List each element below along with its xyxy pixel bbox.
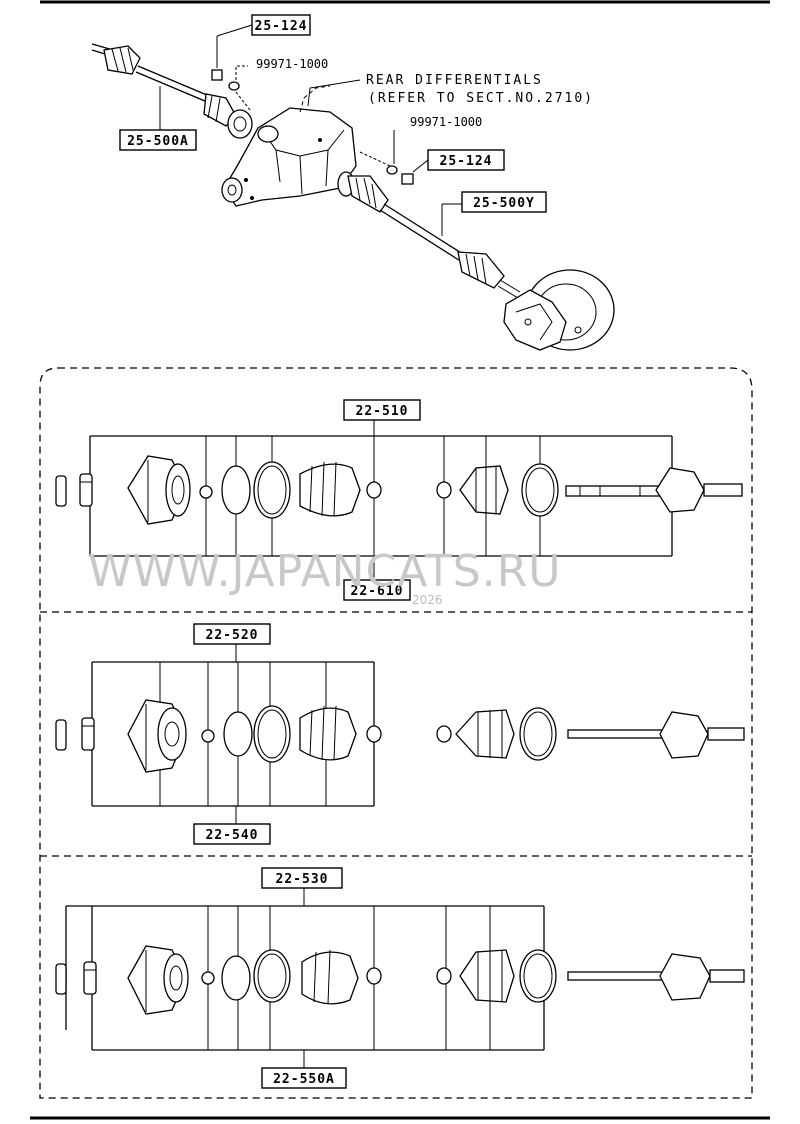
- label-22-530: 22-530: [261, 867, 343, 889]
- label-text: 25-500A: [127, 134, 189, 149]
- grease-cap: [55, 719, 67, 751]
- boot: [301, 949, 359, 1005]
- axle-shaft: [567, 953, 745, 1001]
- grease-cap: [55, 963, 67, 995]
- boot-band: [519, 949, 557, 1003]
- grease-cap: [81, 717, 95, 751]
- right-drive-shaft: [337, 171, 521, 299]
- label-25-500A: 25-500A: [119, 129, 197, 151]
- label-22-540: 22-540: [193, 823, 271, 845]
- washer-left: [228, 81, 240, 91]
- label-99971-1000-a: 99971-1000: [256, 57, 328, 71]
- boot-band: [253, 949, 291, 1003]
- small-band: [436, 725, 452, 743]
- boot-band: [519, 707, 557, 761]
- label-text: 22-610: [351, 584, 404, 599]
- label-22-520: 22-520: [193, 623, 271, 645]
- watermark-small: 2026: [412, 593, 443, 607]
- note-rear-differentials: REAR DIFFERENTIALS: [366, 73, 543, 88]
- label-text: 22-520: [206, 628, 259, 643]
- label-text: 25-124: [440, 154, 493, 169]
- snap-ring: [199, 485, 213, 499]
- label-text: 25-500Y: [473, 196, 535, 211]
- inner-ring: [221, 465, 251, 515]
- boot: [299, 461, 361, 517]
- label-25-500Y: 25-500Y: [461, 191, 547, 213]
- left-drive-shaft: [91, 43, 253, 139]
- nut-25-124-right: [401, 173, 414, 185]
- label-22-510: 22-510: [343, 399, 421, 421]
- rear-hub-backing-plate: [503, 269, 615, 351]
- small-band: [366, 725, 382, 743]
- snap-ring: [201, 971, 215, 985]
- boot-inner: [459, 949, 515, 1003]
- label-text: 25-124: [255, 19, 308, 34]
- outer-cv-joint: [127, 945, 189, 1015]
- snap-ring: [201, 729, 215, 743]
- label-text: 22-550A: [273, 1072, 335, 1087]
- small-band: [366, 967, 382, 985]
- outer-cv-joint: [127, 455, 191, 525]
- label-99971-1000-b: 99971-1000: [410, 115, 482, 129]
- watermark: WWW.JAPANCATS.RU: [88, 546, 561, 597]
- kit-1: [55, 420, 743, 578]
- label-text: 22-540: [206, 828, 259, 843]
- small-band: [436, 481, 452, 499]
- outer-cv-joint: [127, 699, 187, 773]
- boot: [299, 705, 357, 761]
- kit-frame: [39, 367, 753, 1099]
- note-refer-section: (REFER TO SECT.NO.2710): [368, 91, 594, 106]
- inner-ring: [223, 711, 253, 757]
- boot-inner: [459, 465, 509, 515]
- kit-3: [55, 888, 745, 1068]
- axle-shaft: [567, 711, 745, 759]
- boot-band: [521, 463, 559, 517]
- nut-25-124-left: [211, 69, 223, 81]
- inner-ring: [221, 955, 251, 1001]
- washer-right: [386, 165, 398, 175]
- grease-cap: [79, 473, 93, 507]
- kit-2: [55, 644, 745, 824]
- label-25-124-right: 25-124: [427, 149, 505, 171]
- small-band: [366, 481, 382, 499]
- label-22-550A: 22-550A: [261, 1067, 347, 1089]
- label-text: 22-510: [356, 404, 409, 419]
- differential-housing: [221, 85, 357, 207]
- grease-cap: [55, 475, 67, 507]
- axle-shaft: [565, 467, 743, 513]
- label-text: 22-530: [276, 872, 329, 887]
- small-band: [436, 967, 452, 985]
- grease-cap: [83, 961, 97, 995]
- boot-band: [253, 461, 291, 519]
- boot-band: [253, 705, 291, 763]
- label-25-124-top: 25-124: [251, 14, 311, 36]
- label-22-610: 22-610: [343, 579, 411, 601]
- rear-axle-assembly: [91, 36, 615, 351]
- boot-inner: [455, 709, 515, 759]
